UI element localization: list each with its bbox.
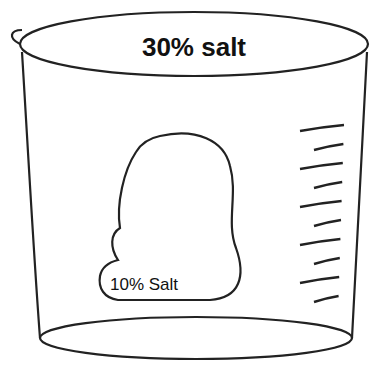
graduation-mark (300, 239, 340, 245)
graduation-mark (314, 258, 340, 264)
beaker-outline (12, 12, 368, 359)
outer-concentration: 30% salt (142, 33, 246, 62)
graduation-mark (300, 277, 339, 283)
blob-outline (100, 134, 241, 300)
graduation-mark (300, 125, 344, 131)
beaker-spout (12, 30, 22, 44)
graduation-marks (300, 125, 344, 302)
beaker-rim (20, 12, 368, 76)
beaker-wall (22, 52, 40, 338)
graduation-mark (314, 220, 341, 226)
cell-blob: 10% Salt (98, 130, 248, 302)
beaker-base (40, 317, 352, 359)
graduation-mark (314, 296, 339, 302)
graduation-mark (300, 201, 342, 207)
graduation-mark (300, 163, 343, 169)
graduation-mark (314, 144, 343, 150)
graduation-mark (314, 182, 342, 188)
inner-concentration: 10% Salt (110, 276, 178, 295)
beaker-wall (352, 52, 367, 338)
